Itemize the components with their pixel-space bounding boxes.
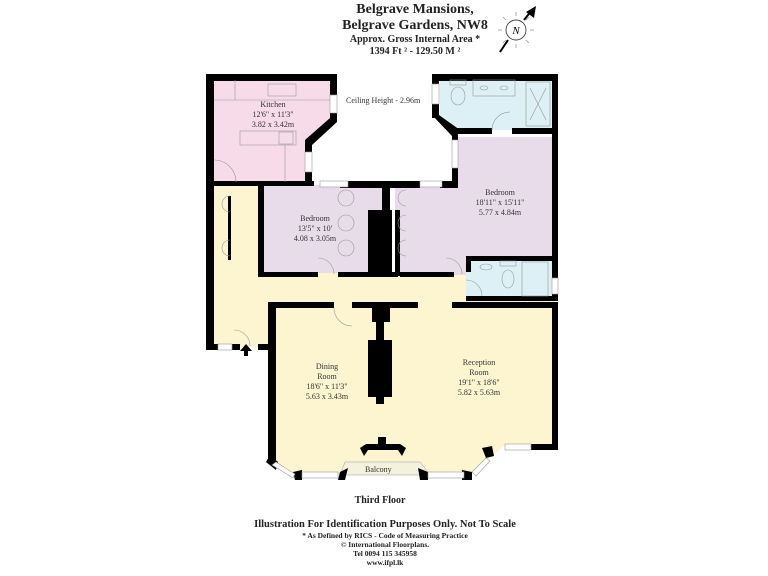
website: www.ifpl.lk xyxy=(366,558,404,567)
svg-text:N: N xyxy=(511,25,520,37)
plan-footer: Illustration For Identification Purposes… xyxy=(240,519,530,567)
ceiling-height-label: Ceiling Height - 2.96m xyxy=(346,96,421,105)
telephone: Tel 0094 115 345958 xyxy=(353,549,417,558)
rics-note: * As Defined by RICS - Code of Measuring… xyxy=(302,531,468,540)
living-area xyxy=(270,307,552,475)
walls xyxy=(206,74,558,480)
area-label: Approx. Gross Internal Area * xyxy=(349,34,481,45)
area-value: 1394 Ft ² - 129.50 M ² xyxy=(369,46,461,57)
disclaimer: Illustration For Identification Purposes… xyxy=(254,519,516,530)
room-label-reception: Reception Room 19'1" x 18'6" 5.82 x 5.63… xyxy=(457,358,501,397)
property-title-line1: Belgrave Mansions, xyxy=(356,2,474,17)
room-fills xyxy=(214,80,554,476)
property-title-line2: Belgrave Gardens, NW8 xyxy=(342,18,488,33)
room-label-bedroom-2: Bedroom 18'11" x 15'11" 5.77 x 4.84m xyxy=(475,188,525,217)
windows xyxy=(217,83,559,479)
bathroom-1 xyxy=(440,80,552,130)
north-arrow-icon: N xyxy=(498,6,536,53)
room-label-dining: Dining Room 18'6" x 11'3" 5.63 x 3.43m xyxy=(305,362,349,401)
floor-label: Third Floor xyxy=(354,495,406,506)
copyright: © International Floorplans. xyxy=(340,540,430,549)
bedroom-2 xyxy=(395,137,552,275)
fixtures xyxy=(213,79,551,347)
room-label-bedroom-1: Bedroom 13'5" x 10' 4.08 x 3.05m xyxy=(293,214,337,243)
room-label-kitchen: Kitchen 12'6" x 11'3" 3.82 x 3.42m xyxy=(251,100,295,129)
plan-header: Belgrave Mansions, Belgrave Gardens, NW8… xyxy=(290,2,540,58)
kitchen xyxy=(214,80,330,185)
balcony-label: Balcony xyxy=(365,465,392,474)
